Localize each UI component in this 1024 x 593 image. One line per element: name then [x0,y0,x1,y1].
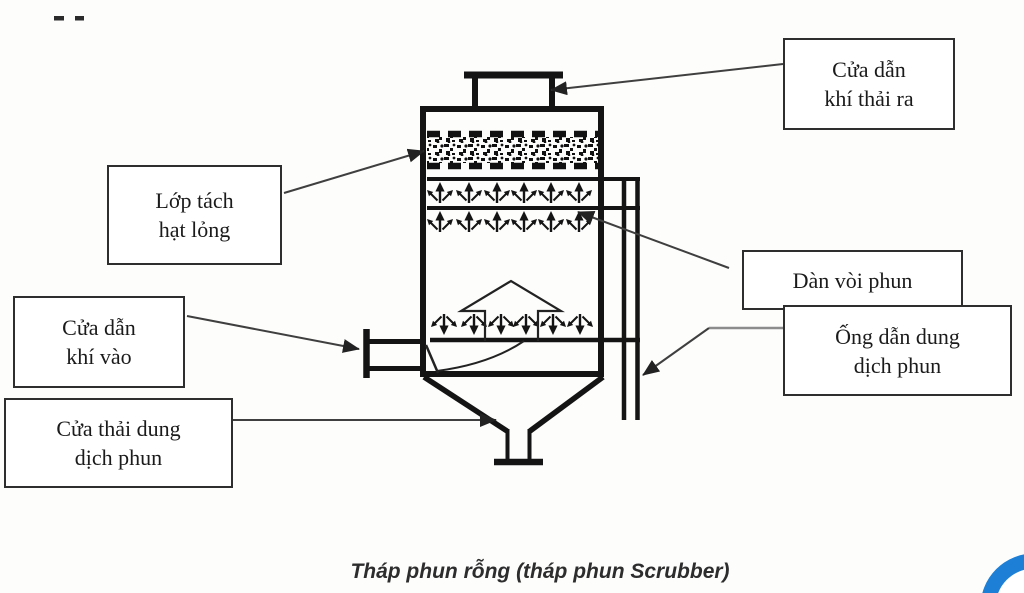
gas-flow-curve [436,340,525,372]
gas-inlet-pipe [363,329,420,378]
diagram-caption: Tháp phun rỗng (tháp phun Scrubber) [350,560,730,583]
leader-gas-inlet [186,315,360,353]
drain-neck [494,429,543,466]
block-arrow-up-icon [457,279,565,341]
leader-feed-pipe [642,327,710,376]
leader-gas-outlet [550,63,784,96]
brand-logo-icon [982,554,1024,593]
label-feed-pipe-line2: dịch phun [853,352,942,378]
label-droplet-separator-line1: Lớp tách [155,188,234,213]
gas-outlet-duct [464,71,563,106]
label-gas-outlet-line1: Cửa dẫn [832,57,906,82]
label-spray-nozzles-line1: Dàn vòi phun [792,267,913,293]
cone-bottom [422,374,605,434]
spray-nozzle-row-1 [425,180,594,205]
label-feed-pipe: Ống dẫn dung dịch phun [783,305,1012,396]
label-droplet-separator-line2: hạt lỏng [158,217,231,242]
leader-droplet-separator [283,148,425,194]
label-gas-inlet-line1: Cửa dẫn [62,315,136,340]
label-gas-outlet: Cửa dẫn khí thải ra [783,38,955,130]
label-gas-outlet-line2: khí thải ra [824,86,914,111]
label-liquid-drain-line2: dịch phun [74,445,163,470]
label-liquid-drain-line1: Cửa thải dung [56,416,181,441]
spray-nozzle-row-2 [425,209,594,234]
label-feed-pipe-line1: Ống dẫn dung [835,323,960,349]
tower-body [420,106,604,377]
label-liquid-drain: Cửa thải dung dịch phun [4,398,233,488]
label-gas-inlet: Cửa dẫn khí vào [13,296,185,388]
droplet-separator-layer [427,130,598,170]
label-gas-inlet-line2: khí vào [66,344,132,369]
label-droplet-separator: Lớp tách hạt lỏng [107,165,282,265]
feed-pipe [621,177,640,420]
label-spray-nozzles: Dàn vòi phun [742,250,963,310]
spray-nozzle-row-3-down [429,312,595,337]
leader-spray-nozzles [577,211,730,269]
page-corner-dashes [54,16,84,21]
inlet-deflector [424,344,440,374]
